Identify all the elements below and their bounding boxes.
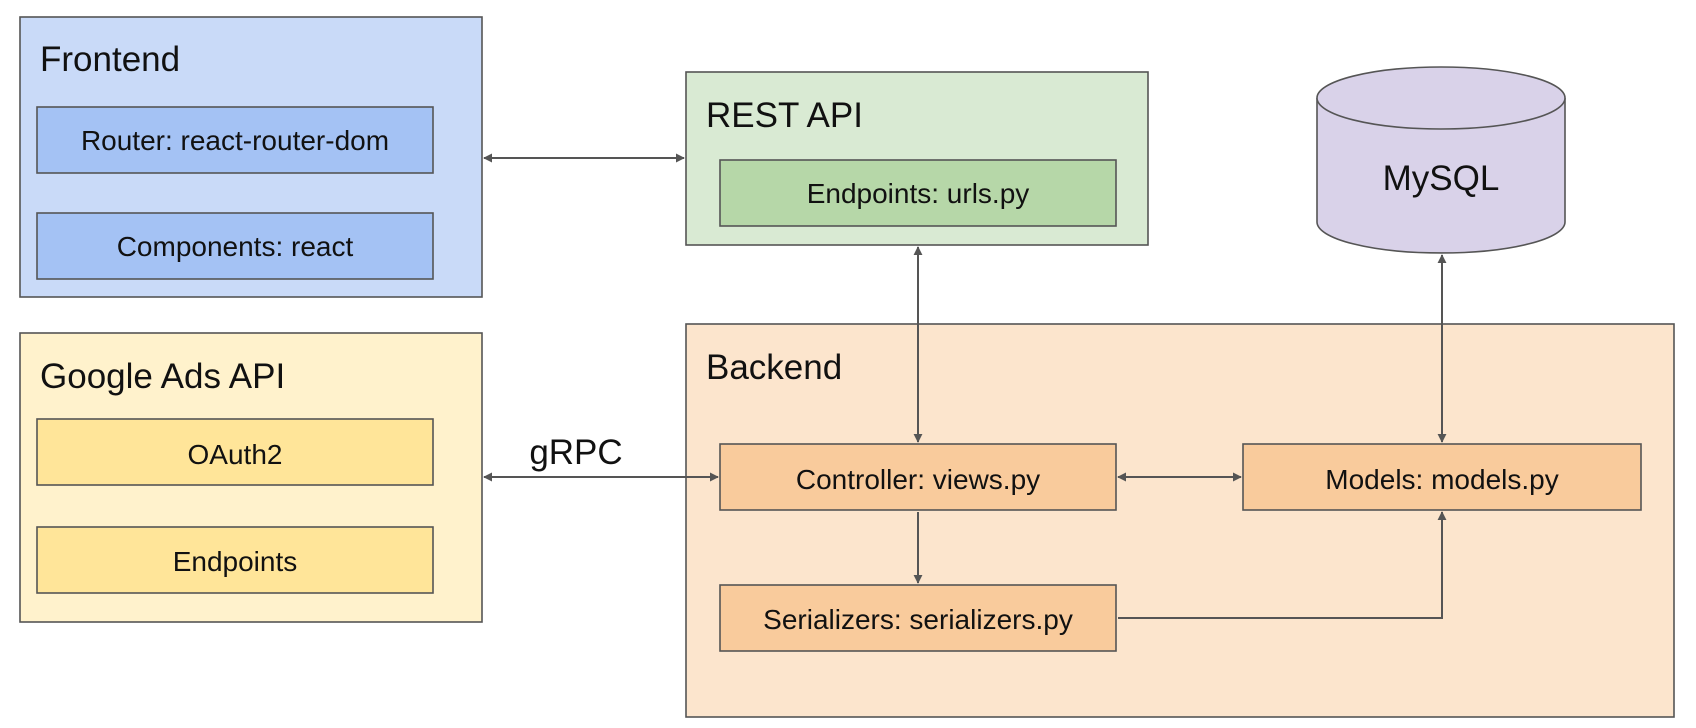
google-ads-title: Google Ads API [40,357,285,396]
google-ads-oauth-label: OAuth2 [188,439,283,470]
google-ads-endpoints-label: Endpoints [173,546,298,577]
backend-title: Backend [706,348,842,387]
backend-models-label: Models: models.py [1325,464,1558,495]
backend-container: Backend Controller: views.py Models: mod… [685,323,1675,718]
grpc-label: gRPC [529,433,622,472]
frontend-container: Frontend Router: react-router-dom Compon… [19,16,483,298]
database-cylinder-top [1316,66,1566,130]
google-ads-oauth-box [36,418,434,486]
rest-api-endpoints-box [719,159,1117,227]
backend-controller-label: Controller: views.py [796,464,1040,495]
backend-models-box [1242,443,1642,511]
rest-api-endpoints-label: Endpoints: urls.py [807,178,1030,209]
rest-api-container: REST API Endpoints: urls.py [685,71,1149,246]
frontend-router-box [36,106,434,174]
backend-serializers-box [719,584,1117,652]
frontend-components-label: Components: react [117,231,354,262]
backend-serializers-label: Serializers: serializers.py [763,604,1073,635]
frontend-components-box [36,212,434,280]
mysql-database: MySQL [1316,66,1566,254]
database-cylinder-body [1316,98,1566,254]
frontend-title: Frontend [40,40,180,79]
google-ads-container: Google Ads API OAuth2 Endpoints [19,332,483,623]
backend-controller-box [719,443,1117,511]
serializers-models-connector [1118,511,1447,619]
database-label: MySQL [1383,159,1500,198]
connections: gRPC [483,153,1447,619]
google-ads-endpoints-box [36,526,434,594]
rest-api-title: REST API [706,96,863,135]
frontend-router-label: Router: react-router-dom [81,125,389,156]
